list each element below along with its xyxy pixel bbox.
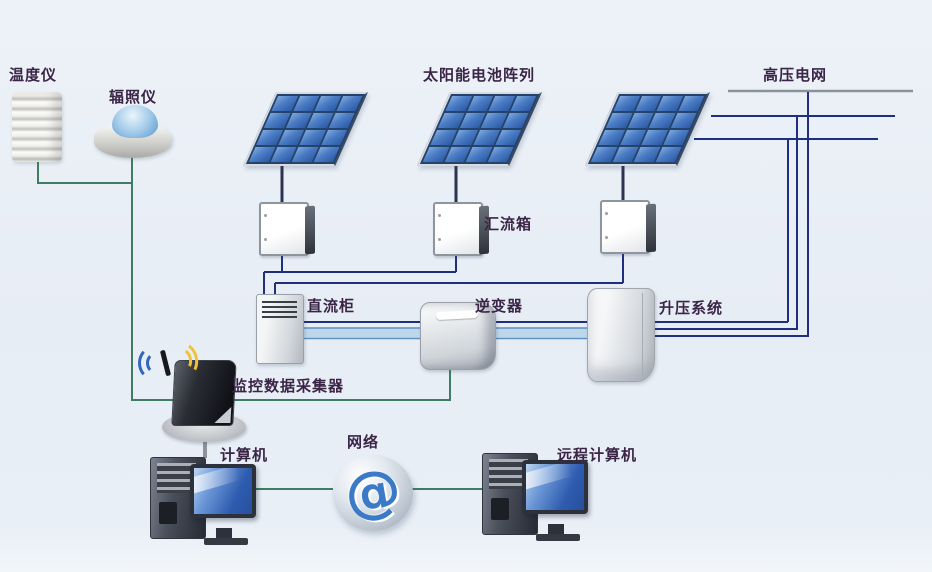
dc-cabinet-icon (256, 294, 304, 364)
label-data-collector: 监控数据采集器 (232, 377, 345, 395)
cabinet-vents (262, 301, 297, 318)
collector-notch (214, 407, 232, 423)
combiner-box-1 (259, 202, 315, 256)
drive-bays (489, 459, 528, 489)
solar-cell (494, 130, 522, 145)
monitor-screen (194, 468, 252, 514)
hinge-dot (605, 236, 608, 239)
monitor-stand (216, 528, 232, 540)
monitor-screen (526, 464, 584, 510)
drive-door (491, 498, 509, 520)
solar-cell (655, 147, 682, 162)
at-symbol: @ (339, 455, 407, 530)
hinge-dot (605, 212, 608, 215)
computer-tower (482, 453, 538, 535)
label-remote-computer: 远程计算机 (557, 446, 638, 464)
wire-temp-sensor (37, 162, 132, 184)
solar-cell (487, 147, 514, 162)
step-up-system-icon (587, 288, 655, 382)
label-irradiance-sensor: 辐照仪 (109, 88, 158, 106)
inverter-slot (435, 309, 479, 321)
network-sphere-icon: @ (333, 455, 413, 531)
monitor-base (204, 538, 248, 545)
drive-door (159, 502, 177, 524)
label-temperature-sensor: 温度仪 (9, 66, 58, 84)
hinge-dot (438, 238, 441, 241)
label-step-up-system: 升压系统 (659, 299, 724, 317)
solar-cell (313, 147, 340, 162)
combiner-box-3 (600, 200, 656, 254)
label-computer: 计算机 (220, 446, 269, 464)
temperature-sensor-icon (12, 92, 62, 162)
label-high-voltage-grid: 高压电网 (763, 66, 828, 84)
drive-bays (157, 463, 196, 493)
wire-sensors-to-inverter (131, 157, 451, 401)
irradiance-sensor-dome (112, 105, 158, 138)
label-inverter: 逆变器 (475, 297, 524, 315)
label-network: 网络 (347, 433, 380, 451)
combiner-box-2 (433, 202, 489, 256)
solar-cell (509, 96, 537, 111)
solar-cell (335, 96, 363, 111)
inverter-icon (420, 302, 496, 370)
grid-feed-2 (653, 116, 798, 330)
solar-cell (662, 130, 690, 145)
computer-icon (150, 452, 262, 545)
grid-feed-1 (653, 92, 809, 337)
monitor-stand (548, 524, 564, 536)
label-combiner-box: 汇流箱 (484, 215, 533, 233)
solar-cell (328, 113, 355, 128)
cabinet-seam (642, 293, 643, 375)
solar-cell (502, 113, 529, 128)
wifi-signal-icon (138, 346, 168, 380)
computer-monitor (522, 460, 588, 514)
solar-cell (677, 96, 705, 111)
solar-cell (670, 113, 697, 128)
hinge-dot (438, 214, 441, 217)
remote-computer-icon (482, 448, 594, 541)
monitor-base (536, 534, 580, 541)
hinge-dot (264, 238, 267, 241)
computer-monitor (190, 464, 256, 518)
label-dc-cabinet: 直流柜 (307, 297, 356, 315)
combiner-door-shadow (305, 205, 315, 255)
solar-cell (320, 130, 348, 145)
combiner-door-shadow (646, 203, 656, 253)
label-solar-array: 太阳能电池阵列 (423, 66, 536, 84)
hinge-dot (264, 214, 267, 217)
